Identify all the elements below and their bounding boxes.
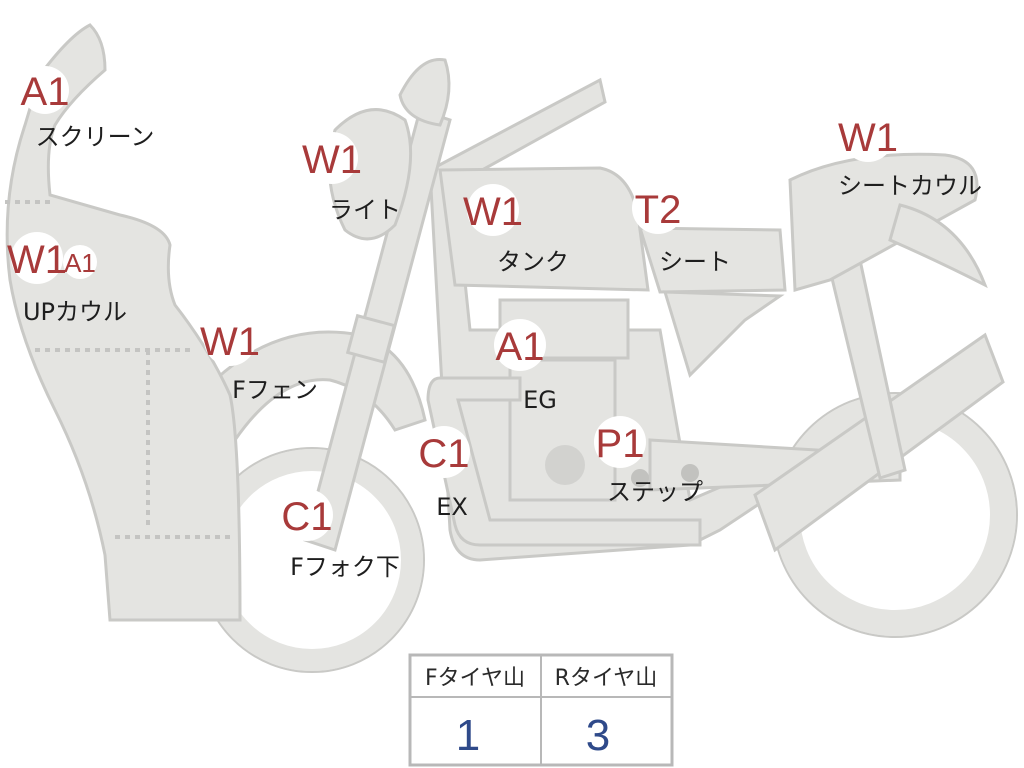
tank-label: タンク [497,248,569,276]
front-tire-value: 1 [456,711,480,760]
exhaust-marker: C1 EX [418,426,470,521]
exhaust-code: C1 [418,432,469,476]
up-cowl-extra-code: A1 [64,248,96,278]
up-cowl-code: W1 [7,238,67,282]
up-cowl-marker: W1 A1 UPカウル [7,232,127,326]
rear-tire-header: Rタイヤ山 [555,666,658,691]
front-tire-header: Fタイヤ山 [425,666,525,691]
side-panel [662,290,785,378]
step-code: P1 [596,422,645,466]
f-fender-code: W1 [200,320,260,364]
seat-label: シート [659,248,731,276]
seat-code: T2 [635,188,682,232]
f-fender-label: Fフェン [232,376,318,404]
step-peg-left [631,469,649,487]
engine-label: EG [523,386,557,414]
engine-marker: A1 EG [494,319,557,414]
light-label: ライト [329,196,401,224]
screen-label: スクリーン [36,123,155,151]
up-cowl-label: UPカウル [23,298,127,326]
tank-code: W1 [463,190,523,234]
fork-cap [398,57,451,127]
screen-code: A1 [21,70,70,114]
exhaust-pipe [426,376,702,547]
seat-cowl-code: W1 [838,116,898,160]
light-code: W1 [302,138,362,182]
seat-cowl-shape [788,152,979,292]
seat-cowl-label: シートカウル [838,172,982,200]
exhaust-label: EX [436,493,468,521]
tire-table: Fタイヤ山 Rタイヤ山 1 3 [408,653,674,767]
seat-marker: T2 シート [632,182,731,276]
rear-tire-value: 3 [586,711,610,760]
f-fork-lower-label: Fフォク下 [290,553,400,581]
tank-marker: W1 タンク [463,184,569,276]
light-marker: W1 ライト [302,132,401,224]
f-fender-marker: W1 Fフェン [200,314,318,404]
engine-cover [545,445,585,485]
step-peg-right [681,464,699,482]
seat-shape [637,226,787,294]
engine-code: A1 [496,325,545,369]
seat-cowl-marker: W1 シートカウル [838,110,982,200]
screen-marker: A1 スクリーン [21,66,155,151]
f-fork-lower-code: C1 [281,495,332,539]
cowl-dashed-lines [5,200,235,539]
fork-clamp [345,313,397,365]
step-marker: P1 ステップ [594,416,703,506]
tail-fin [888,203,988,289]
f-fork-lower-marker: C1 Fフォク下 [281,489,400,581]
step-label: ステップ [607,478,703,506]
